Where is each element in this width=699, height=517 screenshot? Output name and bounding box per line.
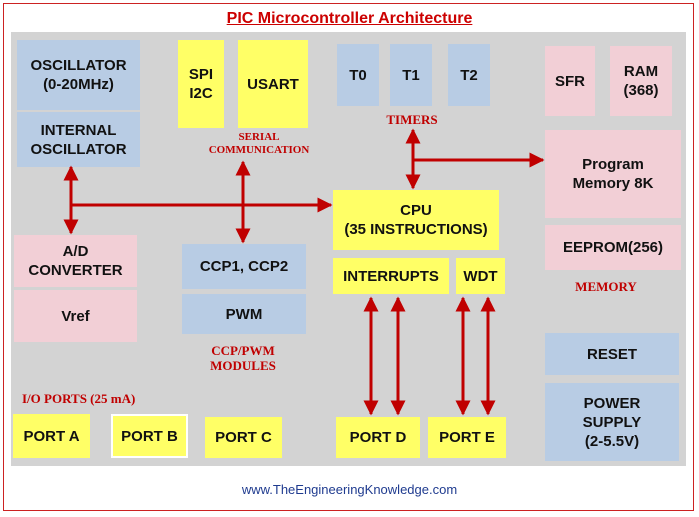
internal-oscillator-block: INTERNAL OSCILLATOR bbox=[17, 112, 140, 167]
timer-t0-block: T0 bbox=[337, 44, 379, 106]
sfr-block: SFR bbox=[545, 46, 595, 116]
program-memory-block: Program Memory 8K bbox=[545, 130, 681, 218]
oscillator-block: OSCILLATOR (0-20MHz) bbox=[17, 40, 140, 110]
memory-label: MEMORY bbox=[575, 279, 637, 294]
usart-block: USART bbox=[238, 40, 308, 128]
reset-block: RESET bbox=[545, 333, 679, 375]
diagram-title: PIC Microcontroller Architecture bbox=[226, 10, 473, 27]
timers-label: TIMERS bbox=[386, 112, 438, 127]
port-e-block: PORT E bbox=[428, 417, 506, 458]
port-c-block: PORT C bbox=[205, 417, 282, 458]
timer-t2-block: T2 bbox=[448, 44, 490, 106]
pwm-block: PWM bbox=[182, 294, 306, 334]
power-supply-block: POWER SUPPLY (2-5.5V) bbox=[545, 383, 679, 461]
serial-communication-label: SERIAL COMMUNICATION bbox=[208, 131, 310, 156]
ccp-block: CCP1, CCP2 bbox=[182, 244, 306, 289]
port-b-block: PORT B bbox=[111, 414, 188, 458]
port-a-block: PORT A bbox=[13, 414, 90, 458]
cpu-block: CPU (35 INSTRUCTIONS) bbox=[333, 190, 499, 250]
ad-converter-block: A/D CONVERTER bbox=[14, 235, 137, 287]
ccp-pwm-modules-label: CCP/PWM MODULES bbox=[210, 343, 276, 373]
ram-block: RAM (368) bbox=[610, 46, 672, 116]
vref-block: Vref bbox=[14, 290, 137, 342]
footer-website: www.TheEngineeringKnowledge.com bbox=[241, 482, 458, 497]
spi-i2c-block: SPI I2C bbox=[178, 40, 224, 128]
io-ports-label: I/O PORTS (25 mA) bbox=[22, 391, 136, 406]
timer-t1-block: T1 bbox=[390, 44, 432, 106]
port-d-block: PORT D bbox=[336, 417, 420, 458]
eeprom-block: EEPROM(256) bbox=[545, 225, 681, 270]
interrupts-block: INTERRUPTS bbox=[333, 258, 449, 294]
wdt-block: WDT bbox=[456, 258, 505, 294]
